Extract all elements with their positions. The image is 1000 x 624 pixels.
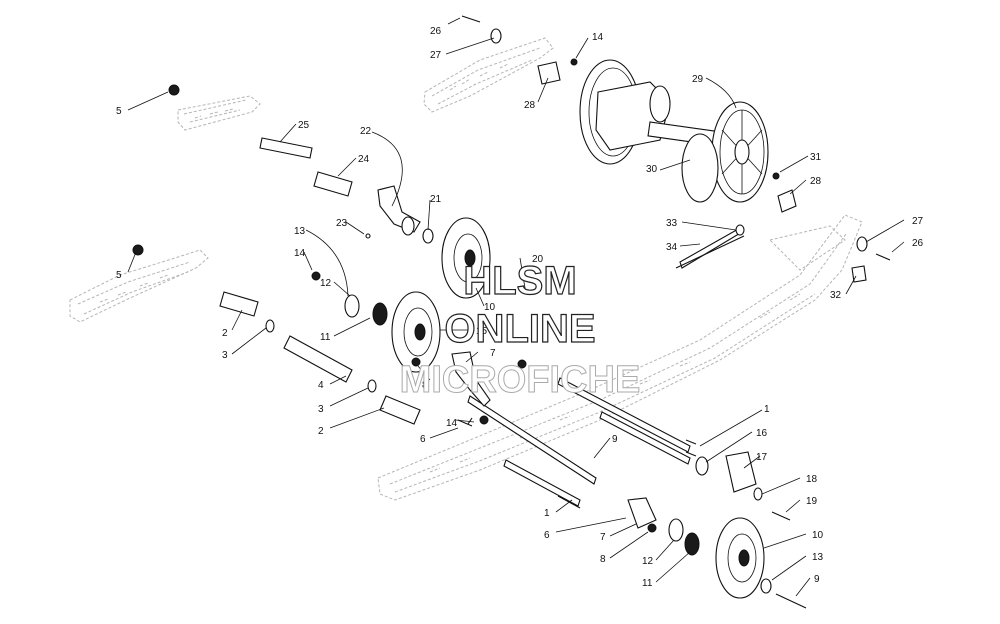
leader-lines — [127, 17, 905, 597]
callout-4: 4 — [318, 380, 324, 391]
watermark: HLSM ONLINE MICROFICHE — [399, 258, 641, 401]
callout-10: 10 — [484, 302, 496, 313]
callout-27: 27 — [430, 50, 442, 61]
callout-30: 30 — [646, 164, 658, 175]
shaft-2-upper — [219, 291, 259, 317]
callout-8: 8 — [600, 554, 606, 565]
watermark-line2: ONLINE — [444, 307, 595, 351]
callout-21: 21 — [430, 194, 442, 205]
callout-14: 14 — [592, 32, 604, 43]
watermark-line1: HLSM — [463, 259, 576, 303]
callout-25: 25 — [298, 120, 310, 131]
callout-1: 1 — [544, 508, 550, 519]
callout-11: 11 — [642, 578, 653, 589]
callout-7: 7 — [490, 348, 496, 359]
callout-16: 16 — [756, 428, 768, 439]
left-rail — [69, 249, 209, 323]
callout-34: 34 — [666, 242, 678, 253]
callout-2: 2 — [222, 328, 228, 339]
callout-20: 20 — [532, 254, 544, 265]
callout-11: 11 — [320, 332, 331, 343]
callout-29: 29 — [692, 74, 704, 85]
callout-14: 14 — [446, 418, 458, 429]
callout-8: 8 — [422, 380, 428, 391]
callout-6: 6 — [420, 434, 426, 445]
idler-wheel-lower — [715, 517, 765, 599]
callout-1: 1 — [764, 404, 770, 415]
callout-31: 31 — [810, 152, 822, 163]
callout-3: 3 — [318, 404, 324, 415]
callout-32: 32 — [830, 290, 842, 301]
idler-wheel-upper — [441, 217, 491, 299]
rear-axle-wheel-assembly — [579, 59, 769, 203]
callout-9: 9 — [814, 574, 820, 585]
callout-13: 13 — [294, 226, 306, 237]
callout-6: 6 — [544, 530, 550, 541]
callout-12: 12 — [642, 556, 654, 567]
callouts: 26 27 14 28 29 30 31 28 33 34 27 26 32 5… — [116, 26, 924, 589]
upper-right-rail — [423, 37, 554, 113]
hardware — [132, 15, 891, 609]
callout-5: 5 — [116, 270, 122, 281]
watermark-line3: MICROFICHE — [400, 359, 641, 401]
callout-23: 23 — [336, 218, 348, 229]
callout-26: 26 — [912, 238, 924, 249]
callout-14: 14 — [294, 248, 306, 259]
callout-2: 2 — [318, 426, 324, 437]
callout-24: 24 — [358, 154, 370, 165]
callout-18: 18 — [806, 474, 818, 485]
callout-26: 26 — [430, 26, 442, 37]
callout-17: 17 — [756, 452, 768, 463]
callout-5: 5 — [116, 106, 122, 117]
callout-12: 12 — [320, 278, 332, 289]
callout-7: 7 — [600, 532, 606, 543]
callout-9: 9 — [612, 434, 618, 445]
shaft-25 — [259, 137, 313, 159]
callout-15: 15 — [476, 326, 488, 337]
callout-3: 3 — [222, 350, 228, 361]
shaft-4 — [283, 335, 353, 383]
callout-28: 28 — [810, 176, 822, 187]
callout-28: 28 — [524, 100, 536, 111]
main-long-rail — [377, 214, 863, 501]
callout-10: 10 — [812, 530, 824, 541]
spacer-24 — [313, 171, 353, 197]
callout-13: 13 — [812, 552, 824, 563]
idler-wheel-middle — [391, 291, 441, 373]
long-shafts — [467, 227, 743, 507]
callout-27: 27 — [912, 216, 924, 227]
shaft-2-lower — [379, 395, 421, 425]
callout-19: 19 — [806, 496, 818, 507]
callout-22: 22 — [360, 126, 372, 137]
callout-33: 33 — [666, 218, 678, 229]
upper-left-rail — [177, 95, 261, 131]
